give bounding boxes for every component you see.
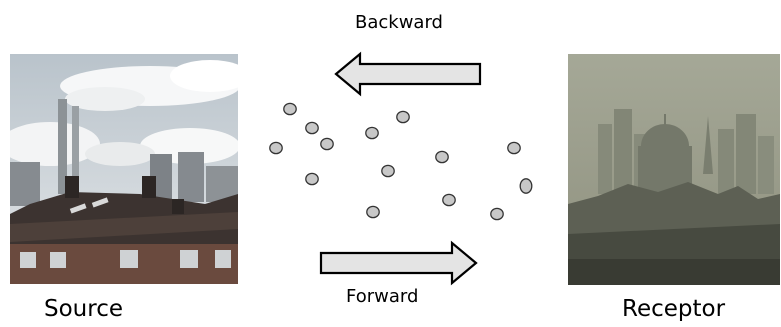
particle — [396, 110, 410, 124]
particle — [435, 150, 449, 164]
particle — [366, 205, 380, 219]
receptor-label: Receptor — [622, 296, 726, 322]
source-image — [10, 54, 238, 284]
forward-label: Forward — [346, 286, 419, 307]
particle — [519, 178, 533, 194]
particle — [305, 121, 319, 135]
particle — [442, 193, 456, 207]
particle — [283, 102, 297, 116]
particle — [381, 164, 395, 178]
backward-label: Backward — [355, 12, 443, 33]
forward-arrow — [319, 240, 478, 286]
particle — [320, 137, 334, 151]
particles — [269, 102, 533, 221]
particle — [507, 141, 521, 155]
particle — [305, 172, 319, 186]
particle — [490, 207, 504, 221]
particle — [365, 126, 379, 140]
receptor-image — [568, 54, 780, 285]
particle — [269, 141, 283, 155]
source-label: Source — [44, 296, 123, 322]
backward-arrow — [334, 51, 482, 97]
